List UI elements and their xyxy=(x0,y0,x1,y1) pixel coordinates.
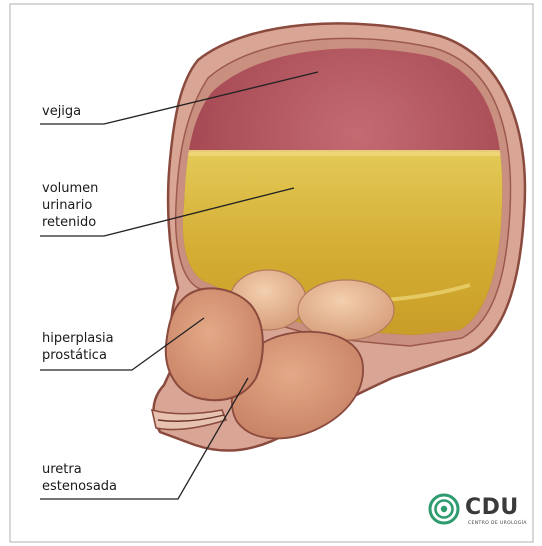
prostate-hyperplasia xyxy=(166,288,263,400)
label-prostate-line-2: prostática xyxy=(42,347,114,364)
label-urethra-line-2: estenosada xyxy=(42,478,117,495)
label-prostate: hiperplasia prostática xyxy=(42,330,114,364)
urine-surface xyxy=(170,150,520,156)
logo-tagline: CENTRO DE UROLOGÍA xyxy=(468,521,527,526)
cdu-logo-mark xyxy=(430,495,458,523)
label-retained-urine: volumen urinario retenido xyxy=(42,180,98,231)
label-retained-urine-line-1: volumen xyxy=(42,180,98,197)
label-urethra-line-1: uretra xyxy=(42,461,117,478)
label-prostate-line-1: hiperplasia xyxy=(42,330,114,347)
logo-name: CDU xyxy=(465,495,519,520)
label-urethra: uretra estenosada xyxy=(42,461,117,495)
label-retained-urine-line-3: retenido xyxy=(42,214,98,231)
label-bladder-text: vejiga xyxy=(42,104,81,119)
label-bladder: vejiga xyxy=(42,103,81,120)
label-retained-urine-line-2: urinario xyxy=(42,197,98,214)
